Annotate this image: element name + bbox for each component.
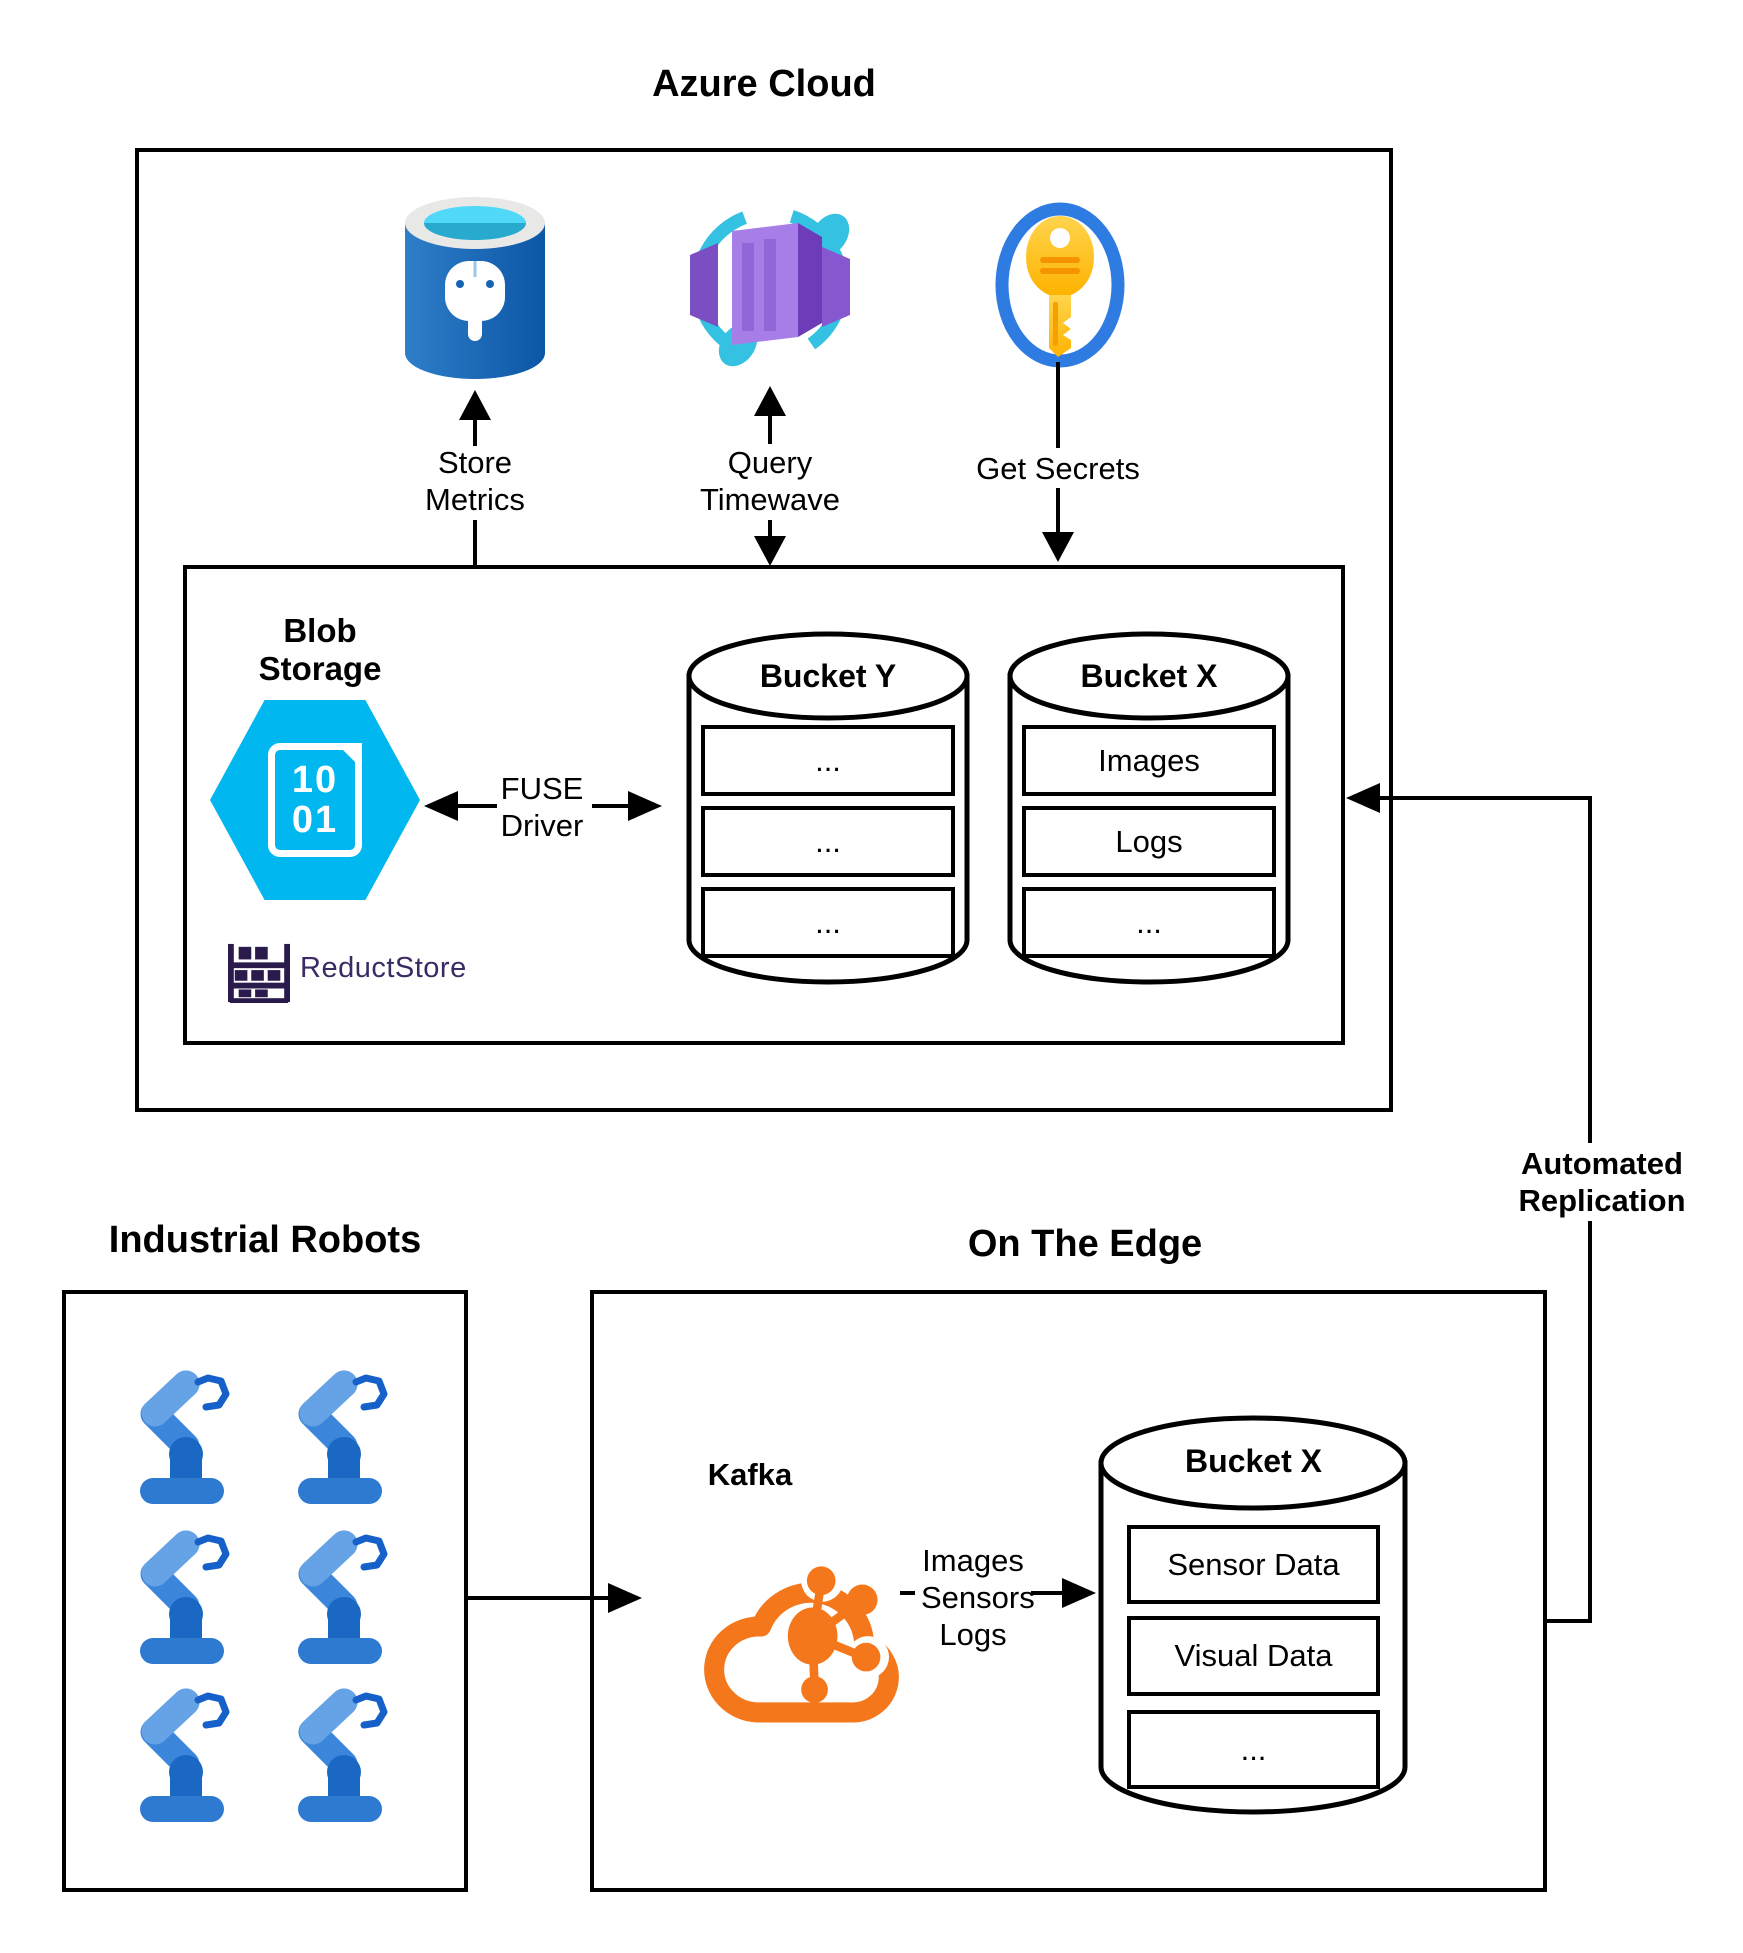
bucket-x-cloud-row: ... <box>1022 887 1276 958</box>
bucket-y-row: ... <box>701 725 955 796</box>
robot-arm-icon <box>298 1370 388 1504</box>
on-the-edge-title: On The Edge <box>967 1223 1203 1265</box>
automated-replication-label: Automated Replication <box>1487 1143 1717 1221</box>
bucket-y-cylinder: Bucket Y ... ... ... <box>685 630 971 985</box>
line-get-secrets-upper <box>1056 362 1060 448</box>
reductstore-logo-icon <box>228 942 290 1004</box>
robot-arm-icon <box>140 1688 230 1822</box>
bucket-x-edge-title: Bucket X <box>1185 1443 1322 1479</box>
robot-arm-icon <box>298 1688 388 1822</box>
reductstore-wordmark: ReductStore <box>300 952 467 984</box>
arrow-left-fuse <box>424 791 458 821</box>
fuse-driver-label: FUSE Driver <box>500 771 584 843</box>
line-store-metrics-upper <box>473 418 477 446</box>
arrow-right-robots-to-kafka <box>608 1583 642 1613</box>
binary-document-icon: 10 01 <box>268 743 362 857</box>
key-vault-icon <box>995 200 1125 370</box>
line-get-secrets-lower <box>1056 488 1060 536</box>
line-store-metrics-lower <box>473 520 477 567</box>
robot-arm-icon <box>140 1370 230 1504</box>
bucket-y-title: Bucket Y <box>759 658 897 694</box>
bucket-x-edge-row: Sensor Data <box>1127 1525 1380 1604</box>
azure-cloud-title: Azure Cloud <box>652 63 876 105</box>
arrow-up-query-timewave <box>754 386 786 416</box>
bucket-x-cloud-title: Bucket X <box>1080 658 1218 694</box>
line-replication-top <box>1378 796 1592 800</box>
document-fold <box>336 743 362 769</box>
line-robots-to-kafka <box>466 1596 610 1600</box>
timeseries-service-icon <box>680 195 860 375</box>
industrial-robots-box <box>62 1290 468 1892</box>
bucket-x-edge-row: ... <box>1127 1710 1380 1789</box>
bucket-y-row: ... <box>701 887 955 958</box>
robot-arm-icon <box>140 1530 230 1664</box>
arrow-right-fuse <box>628 791 662 821</box>
arrow-down-get-secrets <box>1042 532 1074 562</box>
arrow-down-query-timewave <box>754 536 786 566</box>
line-fuse-right <box>592 804 630 808</box>
bucket-x-edge-row: Visual Data <box>1127 1616 1380 1696</box>
bucket-x-edge-cylinder: Bucket X Sensor Data Visual Data ... <box>1097 1413 1410 1817</box>
get-secrets-label: Get Secrets <box>976 451 1140 486</box>
kafka-cloud-icon <box>700 1542 910 1734</box>
bucket-x-cloud-row: Logs <box>1022 806 1276 877</box>
bucket-x-cloud-cylinder: Bucket X Images Logs ... <box>1006 630 1292 985</box>
robot-arm-icon <box>298 1530 388 1664</box>
stream-data-label: Images Sensors Logs <box>915 1540 1035 1655</box>
arrow-up-store-metrics <box>459 390 491 420</box>
arrow-left-replication <box>1346 783 1380 813</box>
bucket-x-cloud-row: Images <box>1022 725 1276 796</box>
industrial-robots-title: Industrial Robots <box>108 1219 422 1261</box>
bucket-y-row: ... <box>701 806 955 877</box>
line-fuse-left <box>455 804 497 808</box>
arrow-right-kafka-to-bucket <box>1062 1578 1096 1608</box>
line-query-upper <box>768 414 772 444</box>
kafka-label: Kafka <box>707 1457 793 1492</box>
blob-storage-label: Blob Storage <box>258 612 382 687</box>
query-timewave-label: Query Timewave <box>699 445 841 517</box>
line-query-lower <box>768 520 772 540</box>
store-metrics-label: Store Metrics <box>425 445 525 517</box>
postgres-database-icon <box>400 185 550 385</box>
